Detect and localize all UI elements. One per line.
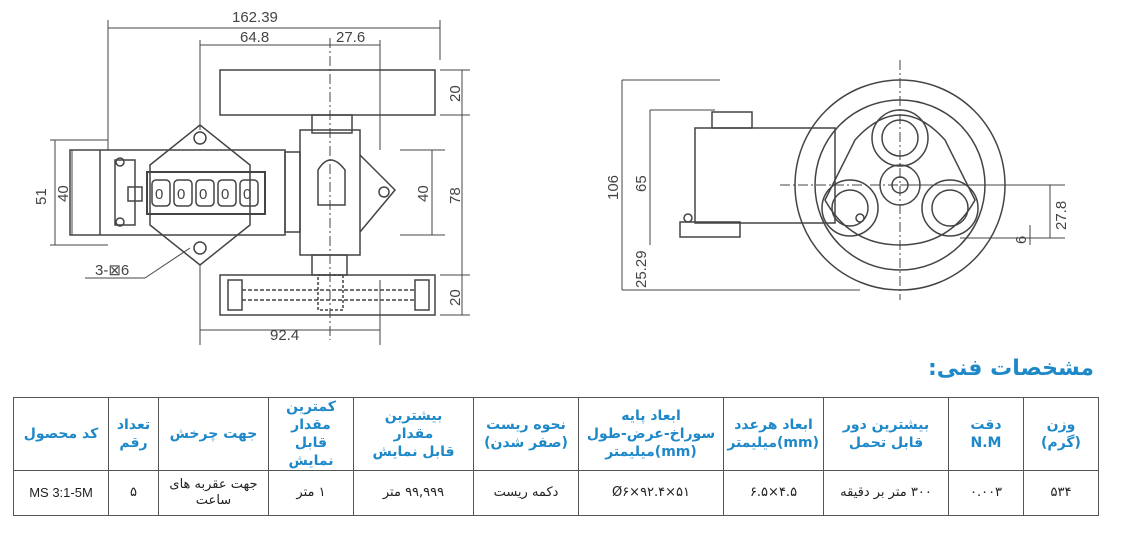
dim-bottom-20: 20 (447, 289, 464, 306)
header-digits: تعداد رقم (108, 397, 159, 471)
side-view (621, 60, 1065, 300)
header-line: بیشترین دور (842, 417, 930, 433)
dim-height-25-29: 25.29 (633, 250, 650, 288)
header-accuracy: دقت N.M (948, 397, 1024, 471)
header-weight: وزن (گرم) (1023, 397, 1099, 471)
dim-6: 6 (1013, 236, 1030, 244)
dim-width-b: 27.6 (336, 29, 365, 46)
counter-digit: 0 (199, 186, 207, 203)
header-max-speed: بیشترین دور قابل تحمل (823, 397, 949, 471)
header-line: (گرم) (1041, 435, 1081, 451)
header-direction: جهت چرخش (158, 397, 269, 471)
header-line: ابعاد هرعدد (734, 417, 813, 433)
header-base-size: ابعاد پایه سوراخ-عرض-طول (mm)میلیمتر (578, 397, 724, 471)
header-min-display: کمترین مقدار قابل نمایش (268, 397, 354, 471)
cell-max-display: ۹۹,۹۹۹ متر (353, 470, 474, 516)
counter-digit: 0 (155, 186, 163, 203)
cell-min-display: ۱ متر (268, 470, 354, 516)
header-digit-size: ابعاد هرعدد (mm)میلیمتر (723, 397, 824, 471)
header-code: کد محصول (13, 397, 109, 471)
section-title: مشخصات فنی: (927, 356, 1094, 381)
header-line: مقدار (291, 417, 331, 433)
cell-direction: جهت عقربه های ساعت (158, 470, 269, 516)
header-line: تعداد (116, 417, 151, 433)
header-line: وزن (1046, 417, 1076, 433)
hole-label: 3-⊠6 (95, 262, 129, 279)
dim-height-40-left: 40 (55, 185, 72, 202)
dim-top-20: 20 (447, 85, 464, 102)
dim-height-106: 106 (605, 175, 622, 200)
header-line: کد محصول (23, 426, 99, 442)
cell-code: MS 3:1-5M (13, 470, 109, 516)
header-line: بیشترین (384, 408, 443, 424)
header-line: (mm)میلیمتر (727, 435, 819, 451)
cell-digit-size: ۴.۵×۶.۵ (723, 470, 824, 516)
dim-overall-width: 162.39 (232, 9, 278, 26)
table-header-row: کد محصول تعداد رقم جهت چرخش کمترین مقدار قابل … (13, 397, 1099, 471)
header-line: N.M (970, 435, 1002, 451)
technical-drawing: 162.39 64.8 27.6 51 40 40 78 20 20 92.4 … (33, 9, 1070, 345)
front-view (50, 20, 470, 345)
header-line: (صفر شدن) (484, 435, 568, 451)
header-line: رقم (119, 435, 148, 451)
cell-max-speed: ۳۰۰ متر بر دقیقه (823, 470, 949, 516)
table-row: MS 3:1-5M ۵ جهت عقربه های ساعت ۱ متر ۹۹,… (13, 470, 1099, 516)
dim-27-8: 27.8 (1053, 201, 1070, 230)
header-max-display: بیشترین مقدار قابل نمایش (353, 397, 474, 471)
header-line: جهت چرخش (169, 426, 258, 442)
dim-height-40-right: 40 (415, 185, 432, 202)
header-line: (mm)میلیمتر (605, 444, 697, 460)
header-line: دقت (970, 417, 1002, 433)
header-reset: نحوه ریست (صفر شدن) (473, 397, 579, 471)
header-line: مقدار (393, 426, 434, 442)
counter-digit: 0 (177, 186, 185, 203)
cell-digits: ۵ (108, 470, 159, 516)
cell-base-size: Ø۶×۹۲.۴×۵۱ (578, 470, 724, 516)
header-line: کمترین (286, 399, 336, 415)
header-line: نحوه ریست (486, 417, 566, 433)
dim-height-78: 78 (447, 187, 464, 204)
header-line: ابعاد پایه (621, 408, 681, 424)
spec-table: کد محصول تعداد رقم جهت چرخش کمترین مقدار قابل … (13, 397, 1099, 516)
dim-bottom-width: 92.4 (270, 327, 299, 344)
cell-accuracy: ۰.۰۰۳ (948, 470, 1024, 516)
header-line: سوراخ-عرض-طول (586, 426, 716, 442)
header-line: قابل تحمل (848, 435, 924, 451)
header-line: قابل نمایش (372, 444, 455, 460)
counter-digit: 0 (243, 186, 251, 203)
dim-height-51: 51 (33, 188, 50, 205)
cell-reset: دکمه ریست (473, 470, 579, 516)
cell-weight: ۵۳۴ (1023, 470, 1099, 516)
header-line: قابل نمایش (288, 435, 334, 469)
dim-width-a: 64.8 (240, 29, 269, 46)
dim-height-65: 65 (633, 175, 650, 192)
counter-digit: 0 (221, 186, 229, 203)
